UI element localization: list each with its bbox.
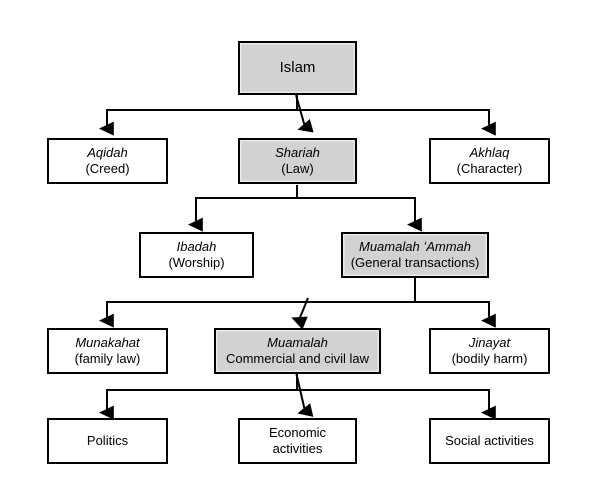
node-islam-label: Islam: [279, 58, 316, 76]
node-islam[interactable]: Islam: [238, 41, 357, 95]
edge-muamalah-to-economic-activities: [295, 371, 314, 417]
edge-muamalah-to-politics: [99, 372, 298, 420]
node-jinayat-label: Jinayat: [468, 335, 511, 351]
node-shariah-label: Shariah: [275, 145, 320, 161]
node-munakahat-sublabel: (family law): [74, 351, 141, 366]
node-shariah-sublabel: (Law): [281, 161, 314, 176]
node-muamalah-sublabel: Commercial and civil law: [225, 351, 370, 366]
node-aqidah-label: Aqidah: [87, 145, 128, 161]
node-aqidah-sublabel: (Creed): [85, 161, 130, 176]
node-muamalah-ammah-label: Muamalah ʻAmmah: [359, 239, 471, 255]
node-social-activities[interactable]: Social activities: [429, 418, 550, 464]
node-economic-activities-label: Economic activities: [268, 425, 327, 456]
edge-shariah-to-ibadah: [188, 185, 298, 232]
node-akhlaq-label: Akhlaq: [469, 145, 510, 161]
edge-shariah-to-muamalah-ammah: [297, 197, 422, 232]
edge-muamalah-ammah-to-munakahat: [99, 272, 416, 328]
edge-islam-to-akhlaq: [297, 109, 496, 136]
edge-islam-to-aqidah: [99, 95, 298, 136]
node-economic-activities[interactable]: Economic activities: [238, 418, 357, 464]
edge-muamalah-to-social-activities: [297, 389, 496, 420]
node-ibadah[interactable]: Ibadah (Worship): [139, 232, 254, 278]
node-politics[interactable]: Politics: [47, 418, 168, 464]
node-muamalah[interactable]: Muamalah Commercial and civil law: [214, 328, 381, 374]
node-ibadah-sublabel: (Worship): [168, 255, 225, 270]
node-akhlaq-sublabel: (Character): [456, 161, 523, 176]
node-social-activities-label: Social activities: [445, 433, 534, 449]
node-aqidah[interactable]: Aqidah (Creed): [47, 138, 168, 184]
edge-muamalah-ammah-to-jinayat: [415, 301, 496, 328]
node-muamalah-ammah-sublabel: (General transactions): [350, 255, 480, 270]
node-shariah[interactable]: Shariah (Law): [238, 138, 357, 184]
node-ibadah-label: Ibadah: [176, 239, 217, 255]
edge-islam-to-shariah: [295, 94, 314, 133]
node-politics-label: Politics: [86, 433, 129, 449]
node-munakahat-label: Munakahat: [75, 335, 140, 351]
node-munakahat[interactable]: Munakahat (family law): [47, 328, 168, 374]
node-akhlaq[interactable]: Akhlaq (Character): [429, 138, 550, 184]
edge-muamalah-ammah-to-muamalah: [291, 297, 309, 330]
node-muamalah-label: Muamalah: [267, 335, 328, 351]
node-jinayat[interactable]: Jinayat (bodily harm): [429, 328, 550, 374]
node-muamalah-ammah[interactable]: Muamalah ʻAmmah (General transactions): [341, 232, 489, 278]
node-jinayat-sublabel: (bodily harm): [451, 351, 528, 366]
